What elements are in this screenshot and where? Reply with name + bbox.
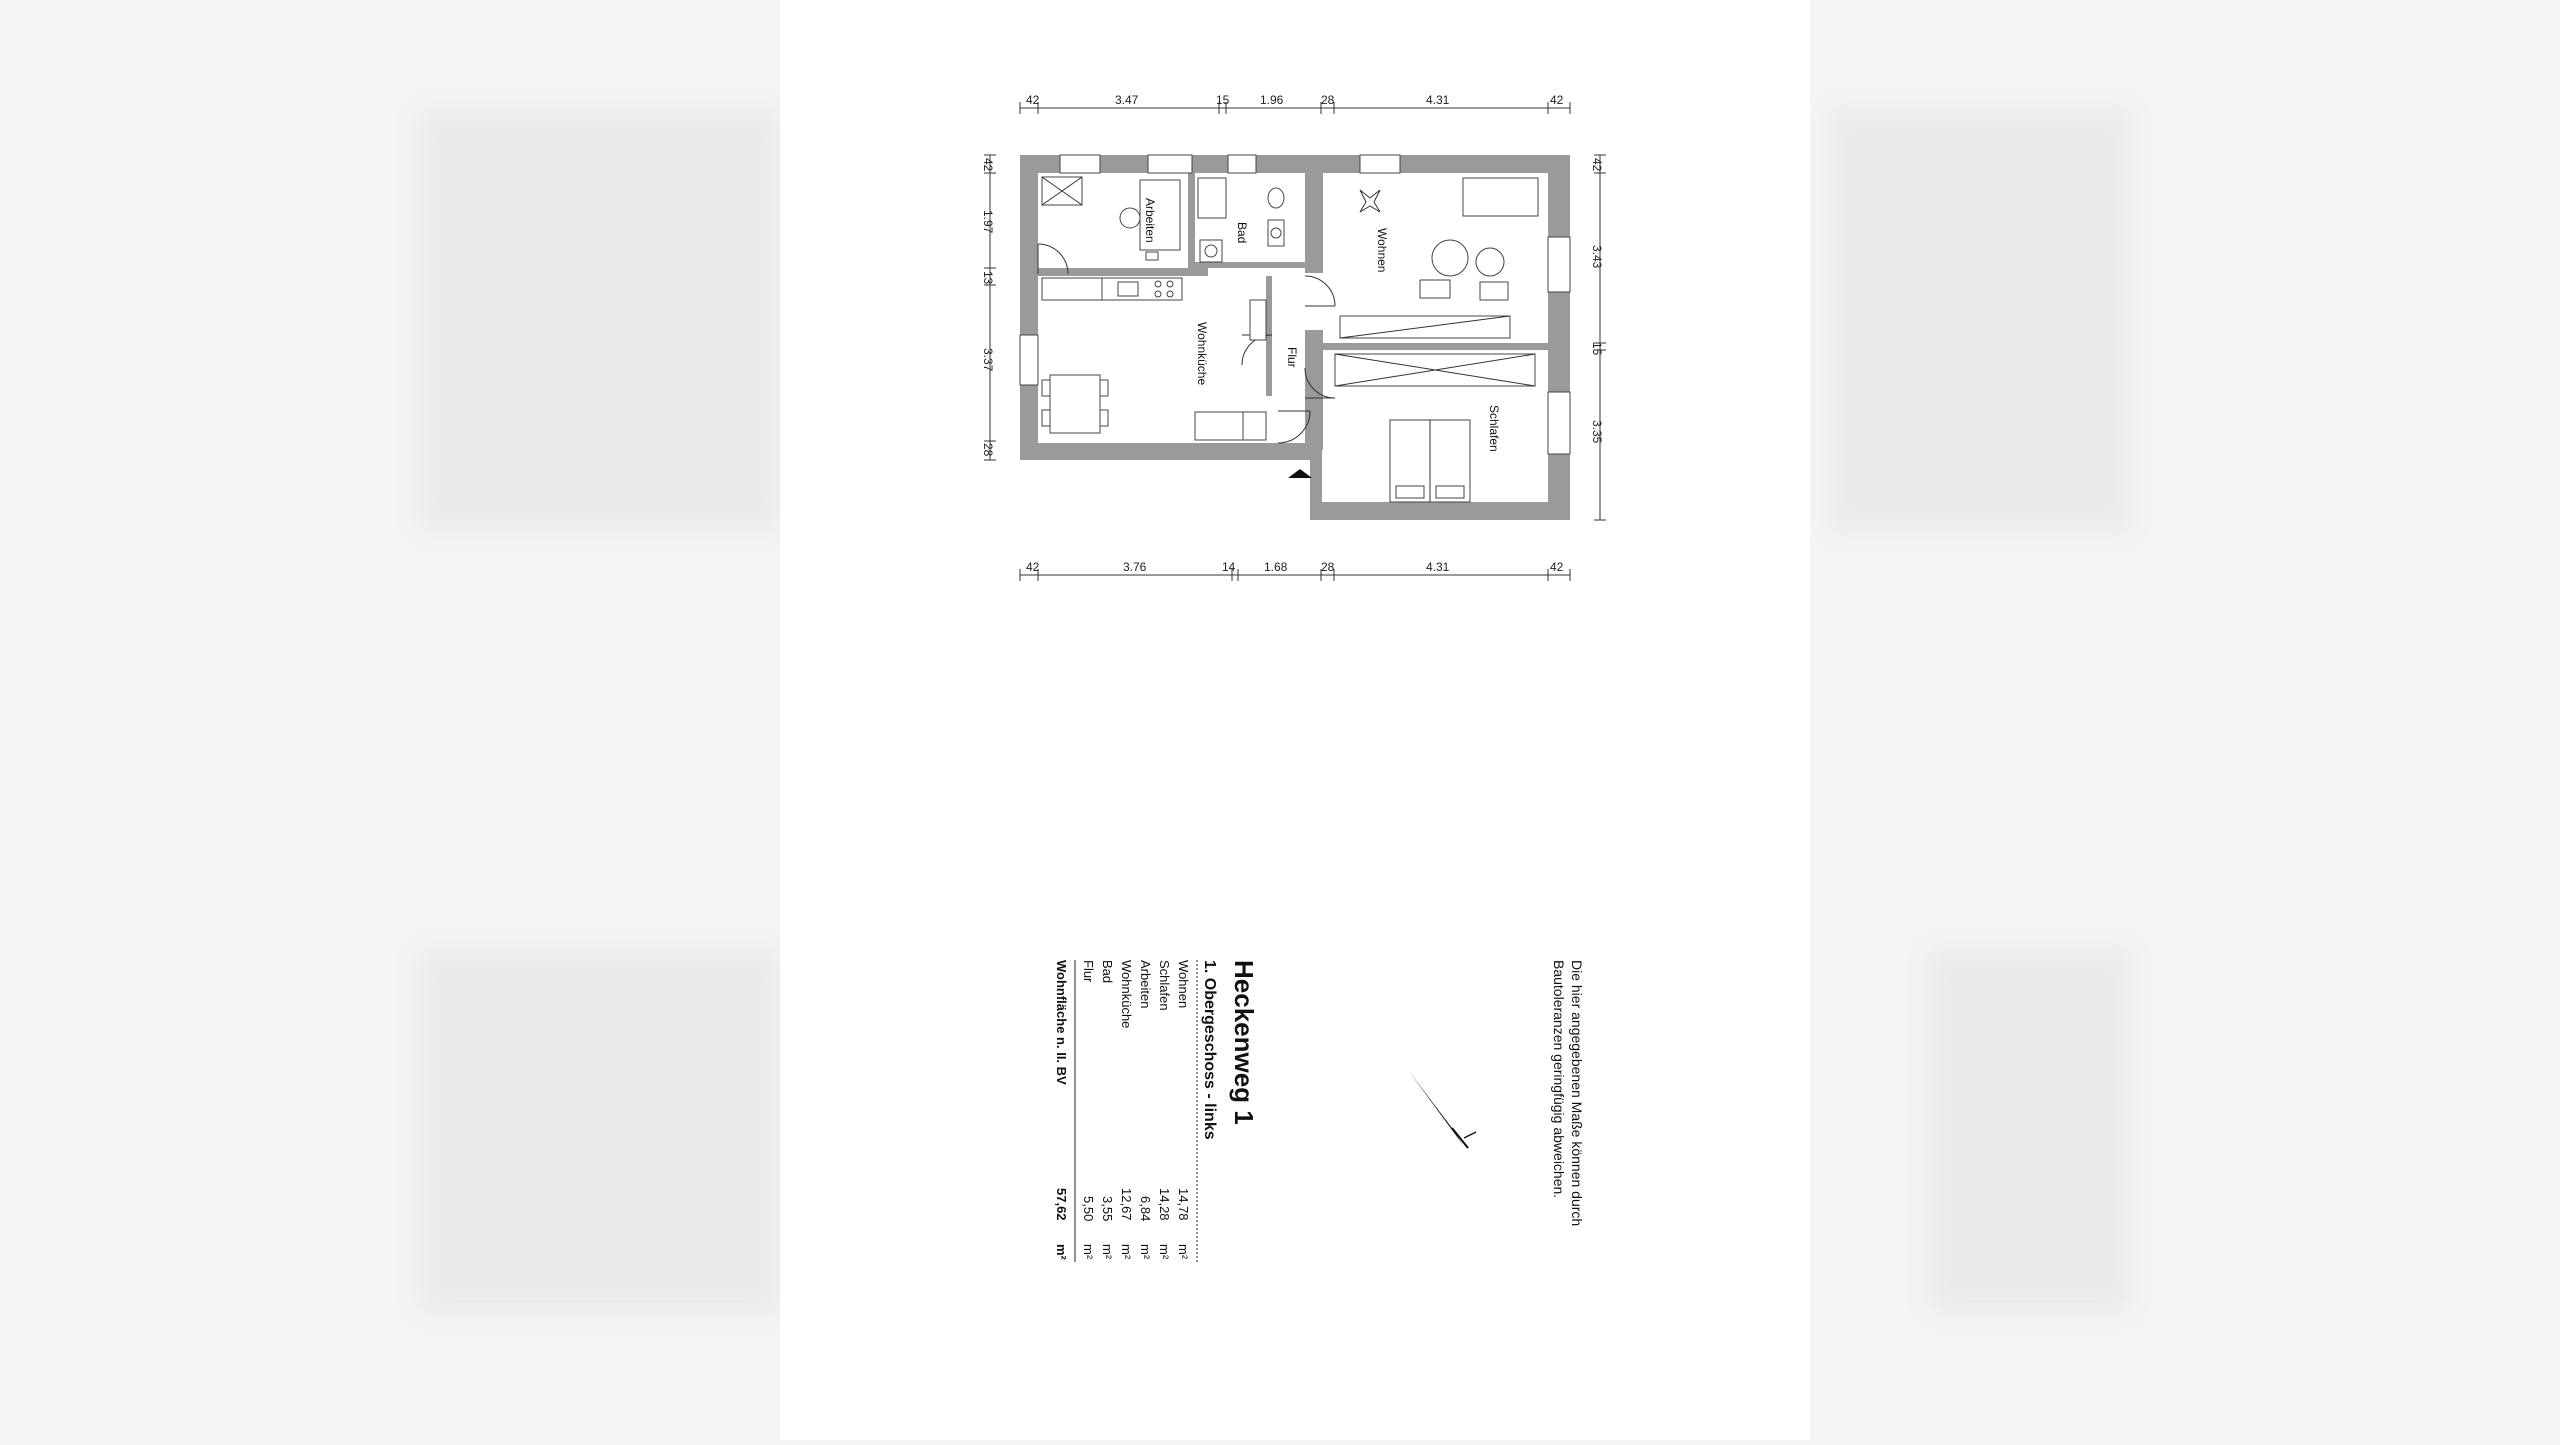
dim-right-2: 3.43 [1590,245,1604,269]
area-legend: Heckenweg 1 1. Obergeschoss - links Wohn… [1054,960,1259,1262]
disclaimer-line-2: Bautoleranzen geringfügig abweichen. [1551,960,1567,1198]
dim-top-6: 4.31 [1426,93,1450,107]
svg-text:3,55: 3,55 [1100,1196,1115,1221]
legend-row: Wohnen 14,78 m² [1176,960,1191,1260]
svg-text:Wohnen: Wohnen [1176,960,1191,1008]
room-label-arbeiten: Arbeiten [1143,198,1157,243]
room-label-wohnen: Wohnen [1375,228,1389,272]
legend-row: Bad 3,55 m² [1100,960,1115,1260]
dim-top-4: 1.96 [1260,93,1284,107]
legend-title: Heckenweg 1 [1229,960,1259,1125]
north-arrow-icon [1408,1070,1477,1149]
dim-right-1: 42 [1590,158,1604,172]
room-label-flur: Flur [1285,347,1299,368]
dim-bottom-4: 1.68 [1264,560,1288,574]
svg-text:m²: m² [1100,1244,1115,1260]
dim-left-1: 42 [981,158,995,172]
dim-left-5: 28 [981,443,995,457]
legend-row: Wohnküche 12,67 m² [1119,960,1134,1260]
plan-sheet: 42 3.47 15 1.96 28 4.31 42 42 3.76 14 1.… [780,0,1810,1440]
svg-text:6,84: 6,84 [1138,1196,1153,1221]
svg-text:m²: m² [1138,1244,1153,1260]
svg-text:Flur: Flur [1081,960,1096,983]
dim-bottom-6: 4.31 [1426,560,1450,574]
svg-text:Wohnfläche n. II. BV: Wohnfläche n. II. BV [1054,960,1069,1085]
svg-text:m²: m² [1176,1244,1191,1260]
disclaimer: Die hier angegebenen Maße können durch B… [1551,960,1585,1226]
dimension-right: 42 3.43 15 3.35 [1590,154,1606,521]
entrance-arrow-icon [1288,469,1312,478]
floor-plan: 42 3.47 15 1.96 28 4.31 42 42 3.76 14 1.… [981,93,1606,1262]
dim-left-3: 13 [981,271,995,285]
background-blur-left-bottom [420,950,780,1310]
svg-text:m²: m² [1119,1244,1134,1260]
svg-text:57,62: 57,62 [1054,1188,1069,1221]
room-label-wohnkueche: Wohnküche [1195,322,1209,385]
svg-text:14,28: 14,28 [1157,1188,1172,1221]
legend-row: Arbeiten 6,84 m² [1138,960,1153,1260]
svg-text:Wohnküche: Wohnküche [1119,960,1134,1028]
dim-bottom-5: 28 [1321,560,1335,574]
legend-total: Wohnfläche n. II. BV 57,62 m² [1054,960,1069,1261]
svg-text:5,50: 5,50 [1081,1196,1096,1221]
dim-top-3: 15 [1216,93,1230,107]
dim-bottom-7: 42 [1550,560,1564,574]
dim-right-3: 15 [1590,342,1604,356]
legend-row: Flur 5,50 m² [1081,960,1096,1260]
furniture [1041,176,1539,503]
background-blur-right-bottom [1930,950,2130,1310]
windows [1019,154,1571,455]
dim-left-4: 3.37 [981,348,995,372]
svg-text:m²: m² [1081,1244,1096,1260]
legend-row: Schlafen 14,28 m² [1157,960,1172,1260]
dim-left-2: 1.97 [981,210,995,234]
room-label-schlafen: Schlafen [1487,405,1501,452]
dim-top-5: 28 [1321,93,1335,107]
svg-text:Bad: Bad [1100,960,1115,983]
legend-subtitle: 1. Obergeschoss - links [1201,960,1218,1140]
background-blur-left [420,110,780,530]
svg-text:14,78: 14,78 [1176,1188,1191,1221]
disclaimer-line-1: Die hier angegebenen Maße können durch [1569,960,1585,1226]
dim-right-4: 3.35 [1590,420,1604,444]
dim-bottom-1: 42 [1026,560,1040,574]
dim-top-1: 42 [1026,93,1040,107]
dim-bottom-3: 14 [1222,560,1236,574]
svg-text:m²: m² [1054,1244,1069,1261]
dimension-top: 42 3.47 15 1.96 28 4.31 42 [1019,93,1571,114]
room-label-bad: Bad [1235,222,1249,243]
svg-text:m²: m² [1157,1244,1172,1260]
dimension-left: 42 1.97 13 3.37 28 [981,154,996,461]
svg-text:12,67: 12,67 [1119,1188,1134,1221]
svg-text:Arbeiten: Arbeiten [1138,960,1153,1008]
dim-bottom-2: 3.76 [1123,560,1147,574]
dim-top-2: 3.47 [1115,93,1139,107]
dim-top-7: 42 [1550,93,1564,107]
svg-text:Schlafen: Schlafen [1157,960,1172,1011]
dimension-bottom: 42 3.76 14 1.68 28 4.31 42 [1019,560,1571,581]
background-blur-right [1830,110,2130,530]
